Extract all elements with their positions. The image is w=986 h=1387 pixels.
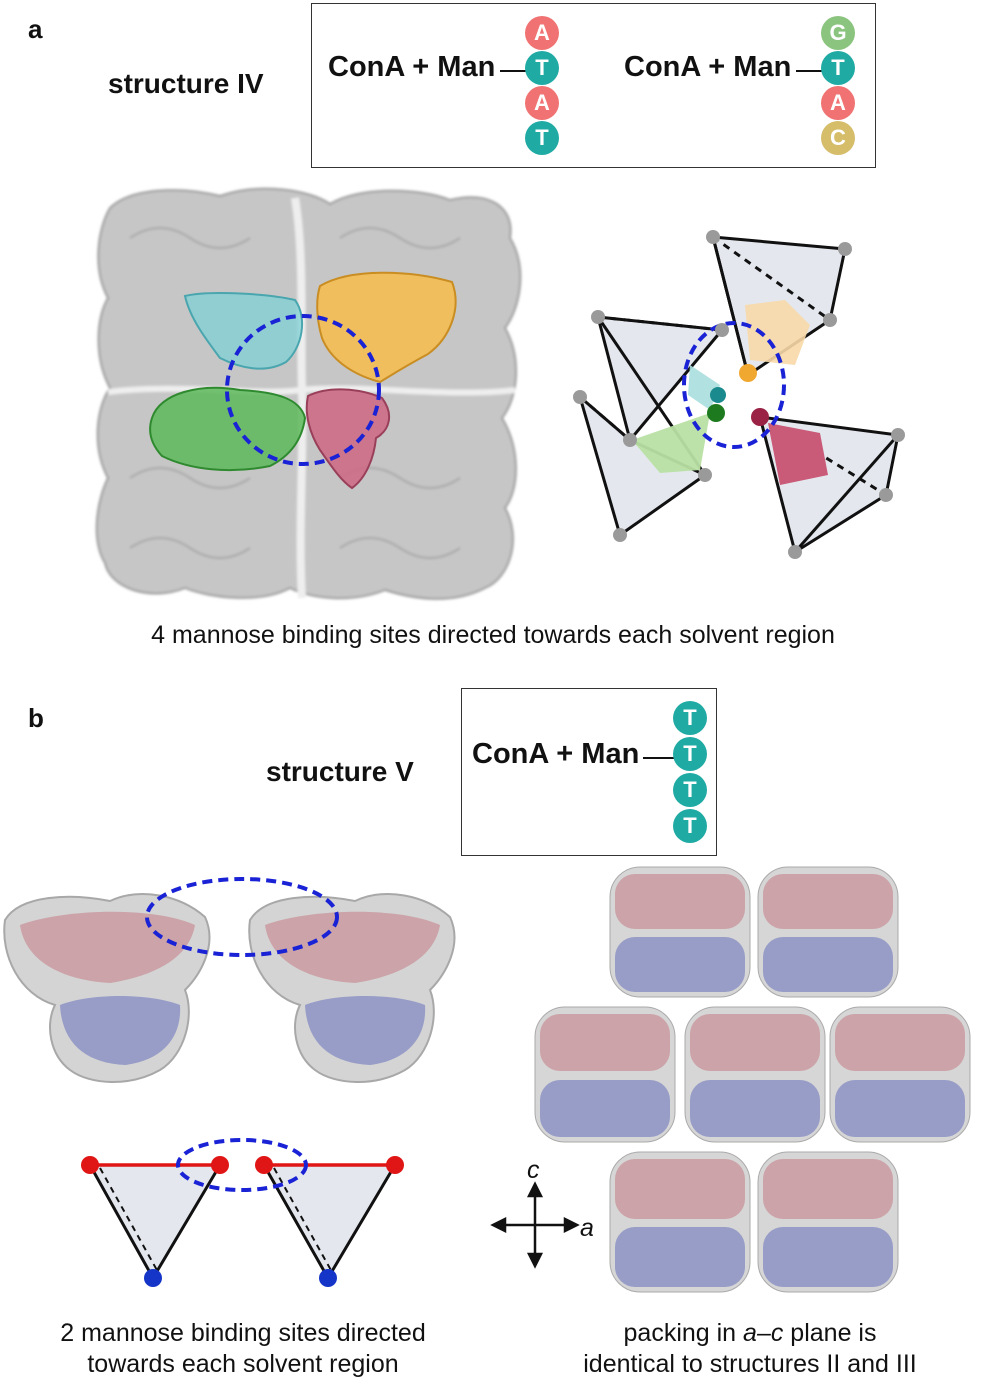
solvent-region-circle-schematic bbox=[682, 321, 786, 449]
tetrahedra-schematic-a bbox=[573, 230, 905, 559]
nucleotide-a-left-1: A bbox=[525, 16, 559, 50]
caption-b-left-line1: 2 mannose binding sites directed bbox=[60, 1319, 426, 1347]
nucleotide-b-4: T bbox=[673, 809, 707, 843]
legend-b-stem bbox=[643, 757, 674, 759]
axis-arrows bbox=[490, 1181, 580, 1269]
packing-row-1 bbox=[609, 866, 899, 998]
nucleotide-b-3: T bbox=[673, 773, 707, 807]
tetra-left-upper bbox=[596, 315, 724, 442]
structure-v-dimer-pair bbox=[3, 877, 456, 1083]
caption-b-right-em: a–c bbox=[743, 1319, 784, 1347]
axis-label-a: a bbox=[580, 1214, 594, 1242]
structure-iv-label: structure IV bbox=[108, 68, 264, 99]
legend-a-right-stem bbox=[796, 70, 822, 72]
orange-subunit bbox=[316, 271, 457, 384]
nucleotide-a-right-3: A bbox=[821, 86, 855, 120]
caption-b-right-post: plane is bbox=[783, 1319, 877, 1347]
nucleotide-a-left-4: T bbox=[525, 121, 559, 155]
legend-box-b: ConA + Man T T T T bbox=[461, 688, 717, 856]
panel-a-letter: a bbox=[28, 14, 43, 44]
packing-row-3 bbox=[609, 1151, 899, 1293]
panel-b-letter: b bbox=[28, 703, 44, 733]
nucleotide-a-left-3: A bbox=[525, 86, 559, 120]
green-subunit bbox=[149, 386, 307, 472]
nucleotide-a-right-4: C bbox=[821, 121, 855, 155]
nucleotide-b-2: T bbox=[673, 737, 707, 771]
packing-row-2 bbox=[534, 1006, 971, 1143]
binding-site-magenta bbox=[751, 408, 769, 426]
caption-b-left: 2 mannose binding sites directed towards… bbox=[0, 1318, 486, 1380]
solvent-region-ellipse-b bbox=[145, 877, 339, 957]
legend-box-a: ConA + Man A T A T ConA + Man G T A C bbox=[311, 3, 876, 168]
nucleotide-b-1: T bbox=[673, 701, 707, 735]
solvent-region-circle bbox=[225, 314, 381, 466]
legend-b-label: ConA + Man bbox=[472, 738, 640, 770]
triangle-schematic-b bbox=[81, 1138, 404, 1287]
nucleotide-a-right-2: T bbox=[821, 51, 855, 85]
nucleotide-a-right-1: G bbox=[821, 16, 855, 50]
gray-protein-surface bbox=[95, 187, 522, 600]
crystal-packing-ac-plane bbox=[534, 866, 971, 1293]
legend-a-left-stem bbox=[500, 70, 526, 72]
legend-a-right-label: ConA + Man bbox=[624, 51, 792, 83]
legend-a-left-label: ConA + Man bbox=[328, 51, 496, 83]
nucleotide-a-left-2: T bbox=[525, 51, 559, 85]
axis-label-c: c bbox=[527, 1156, 540, 1184]
dimer-left bbox=[3, 893, 211, 1083]
dimer-right bbox=[248, 893, 456, 1083]
cyan-subunit bbox=[183, 292, 303, 370]
caption-b-right-line2: identical to structures II and III bbox=[583, 1350, 917, 1378]
solvent-region-ellipse-schematic bbox=[176, 1138, 308, 1192]
caption-b-right-pre: packing in bbox=[623, 1319, 744, 1347]
triangle-right bbox=[261, 1163, 398, 1281]
binding-site-orange bbox=[739, 364, 757, 382]
caption-b-left-line2: towards each solvent region bbox=[87, 1350, 399, 1378]
caption-b-right: packing in a–c plane is identical to str… bbox=[520, 1318, 980, 1380]
structure-iv-protein-lattice bbox=[95, 187, 522, 600]
binding-site-cyan bbox=[710, 387, 726, 403]
caption-a: 4 mannose binding sites directed towards… bbox=[151, 621, 835, 649]
magenta-subunit bbox=[305, 388, 391, 490]
binding-site-green bbox=[707, 404, 725, 422]
structure-v-label: structure V bbox=[266, 756, 414, 787]
